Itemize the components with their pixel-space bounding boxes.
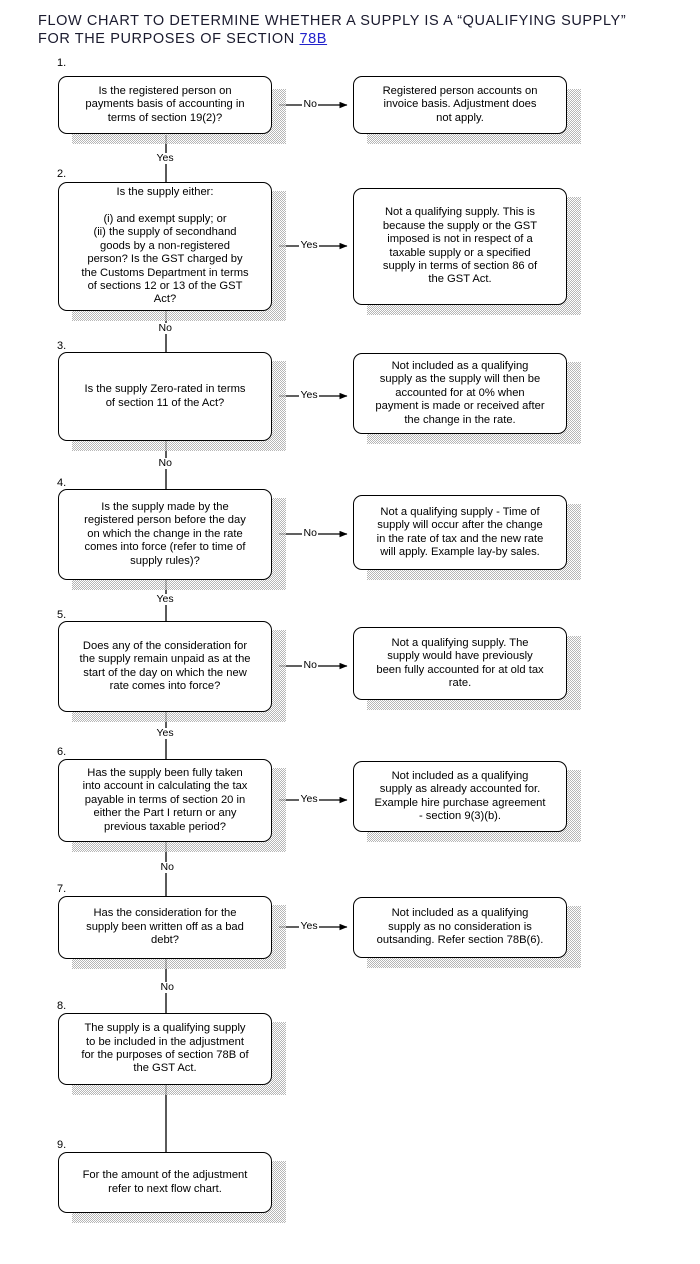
result-box-9-text: For the amount of the adjustment refer t… (82, 1169, 248, 1195)
result-box-9[interactable]: For the amount of the adjustment refer t… (58, 1152, 272, 1213)
step-number-2: 2. (57, 168, 67, 180)
outcome-box-6[interactable]: Not included as a qualifying supply as a… (353, 761, 567, 832)
outcome-box-2[interactable]: Not a qualifying supply. This is because… (353, 188, 567, 305)
outcome-box-7[interactable]: Not included as a qualifying supply as n… (353, 897, 567, 958)
outcome-box-3[interactable]: Not included as a qualifying supply as t… (353, 353, 567, 434)
decision-box-3[interactable]: Is the supply Zero-rated in terms of sec… (58, 352, 272, 441)
decision-box-6[interactable]: Has the supply been fully taken into acc… (58, 759, 272, 842)
outcome-box-3-text: Not included as a qualifying supply as t… (375, 359, 545, 426)
outcome-box-2-text: Not a qualifying supply. This is because… (382, 206, 538, 286)
decision-box-1[interactable]: Is the registered person on payments bas… (58, 76, 272, 134)
section-78b-link[interactable]: 78B (299, 31, 328, 47)
decision-box-7[interactable]: Has the consideration for the supply bee… (58, 896, 272, 959)
decision-box-5-text: Does any of the consideration for the su… (79, 639, 251, 692)
decision-box-4-text: Is the supply made by the registered per… (84, 500, 246, 567)
step-number-8: 8. (57, 1000, 67, 1012)
edge-label-continue-2: No (157, 322, 174, 334)
step-number-3: 3. (57, 340, 67, 352)
outcome-box-4-text: Not a qualifying supply - Time of supply… (376, 505, 544, 558)
step-number-5: 5. (57, 609, 67, 621)
outcome-box-4[interactable]: Not a qualifying supply - Time of supply… (353, 495, 567, 570)
step-number-4: 4. (57, 477, 67, 489)
step-number-9: 9. (57, 1139, 67, 1151)
edge-label-branch-1: No (302, 98, 319, 110)
step-number-6: 6. (57, 746, 67, 758)
step-number-1: 1. (57, 57, 67, 69)
edge-label-continue-3: No (157, 457, 174, 469)
step-number-7: 7. (57, 883, 67, 895)
outcome-box-6-text: Not included as a qualifying supply as a… (374, 769, 546, 822)
edge-label-continue-7: No (159, 981, 176, 993)
outcome-box-5-text: Not a qualifying supply. The supply woul… (376, 636, 544, 689)
outcome-box-7-text: Not included as a qualifying supply as n… (376, 907, 544, 947)
decision-box-1-text: Is the registered person on payments bas… (85, 84, 245, 124)
outcome-box-1-text: Registered person accounts on invoice ba… (382, 84, 538, 124)
decision-box-2-text: Is the supply either: (i) and exempt sup… (81, 186, 249, 306)
result-box-8-text: The supply is a qualifying supply to be … (81, 1022, 249, 1075)
edge-label-continue-5: Yes (155, 727, 176, 739)
edge-label-continue-4: Yes (155, 593, 176, 605)
edge-label-branch-2: Yes (299, 239, 320, 251)
edge-label-continue-1: Yes (155, 152, 176, 164)
page-title: FLOW CHART TO DETERMINE WHETHER A SUPPLY… (38, 12, 678, 48)
decision-box-4[interactable]: Is the supply made by the registered per… (58, 489, 272, 580)
edge-label-continue-6: No (159, 861, 176, 873)
outcome-box-1[interactable]: Registered person accounts on invoice ba… (353, 76, 567, 134)
decision-box-7-text: Has the consideration for the supply bee… (86, 907, 244, 947)
result-box-8[interactable]: The supply is a qualifying supply to be … (58, 1013, 272, 1085)
edge-label-branch-7: Yes (299, 920, 320, 932)
edge-label-branch-3: Yes (299, 389, 320, 401)
decision-box-3-text: Is the supply Zero-rated in terms of sec… (84, 383, 246, 409)
decision-box-2[interactable]: Is the supply either: (i) and exempt sup… (58, 182, 272, 311)
outcome-box-5[interactable]: Not a qualifying supply. The supply woul… (353, 627, 567, 700)
title-line-1: FLOW CHART TO DETERMINE WHETHER A SUPPLY… (38, 13, 627, 29)
edge-label-branch-5: No (302, 659, 319, 671)
title-line-2: FOR THE PURPOSES OF SECTION 78B (38, 30, 678, 48)
decision-box-5[interactable]: Does any of the consideration for the su… (58, 621, 272, 712)
edge-label-branch-6: Yes (299, 793, 320, 805)
decision-box-6-text: Has the supply been fully taken into acc… (82, 766, 248, 833)
title-line-2-text: FOR THE PURPOSES OF SECTION (38, 31, 300, 47)
edge-label-branch-4: No (302, 527, 319, 539)
